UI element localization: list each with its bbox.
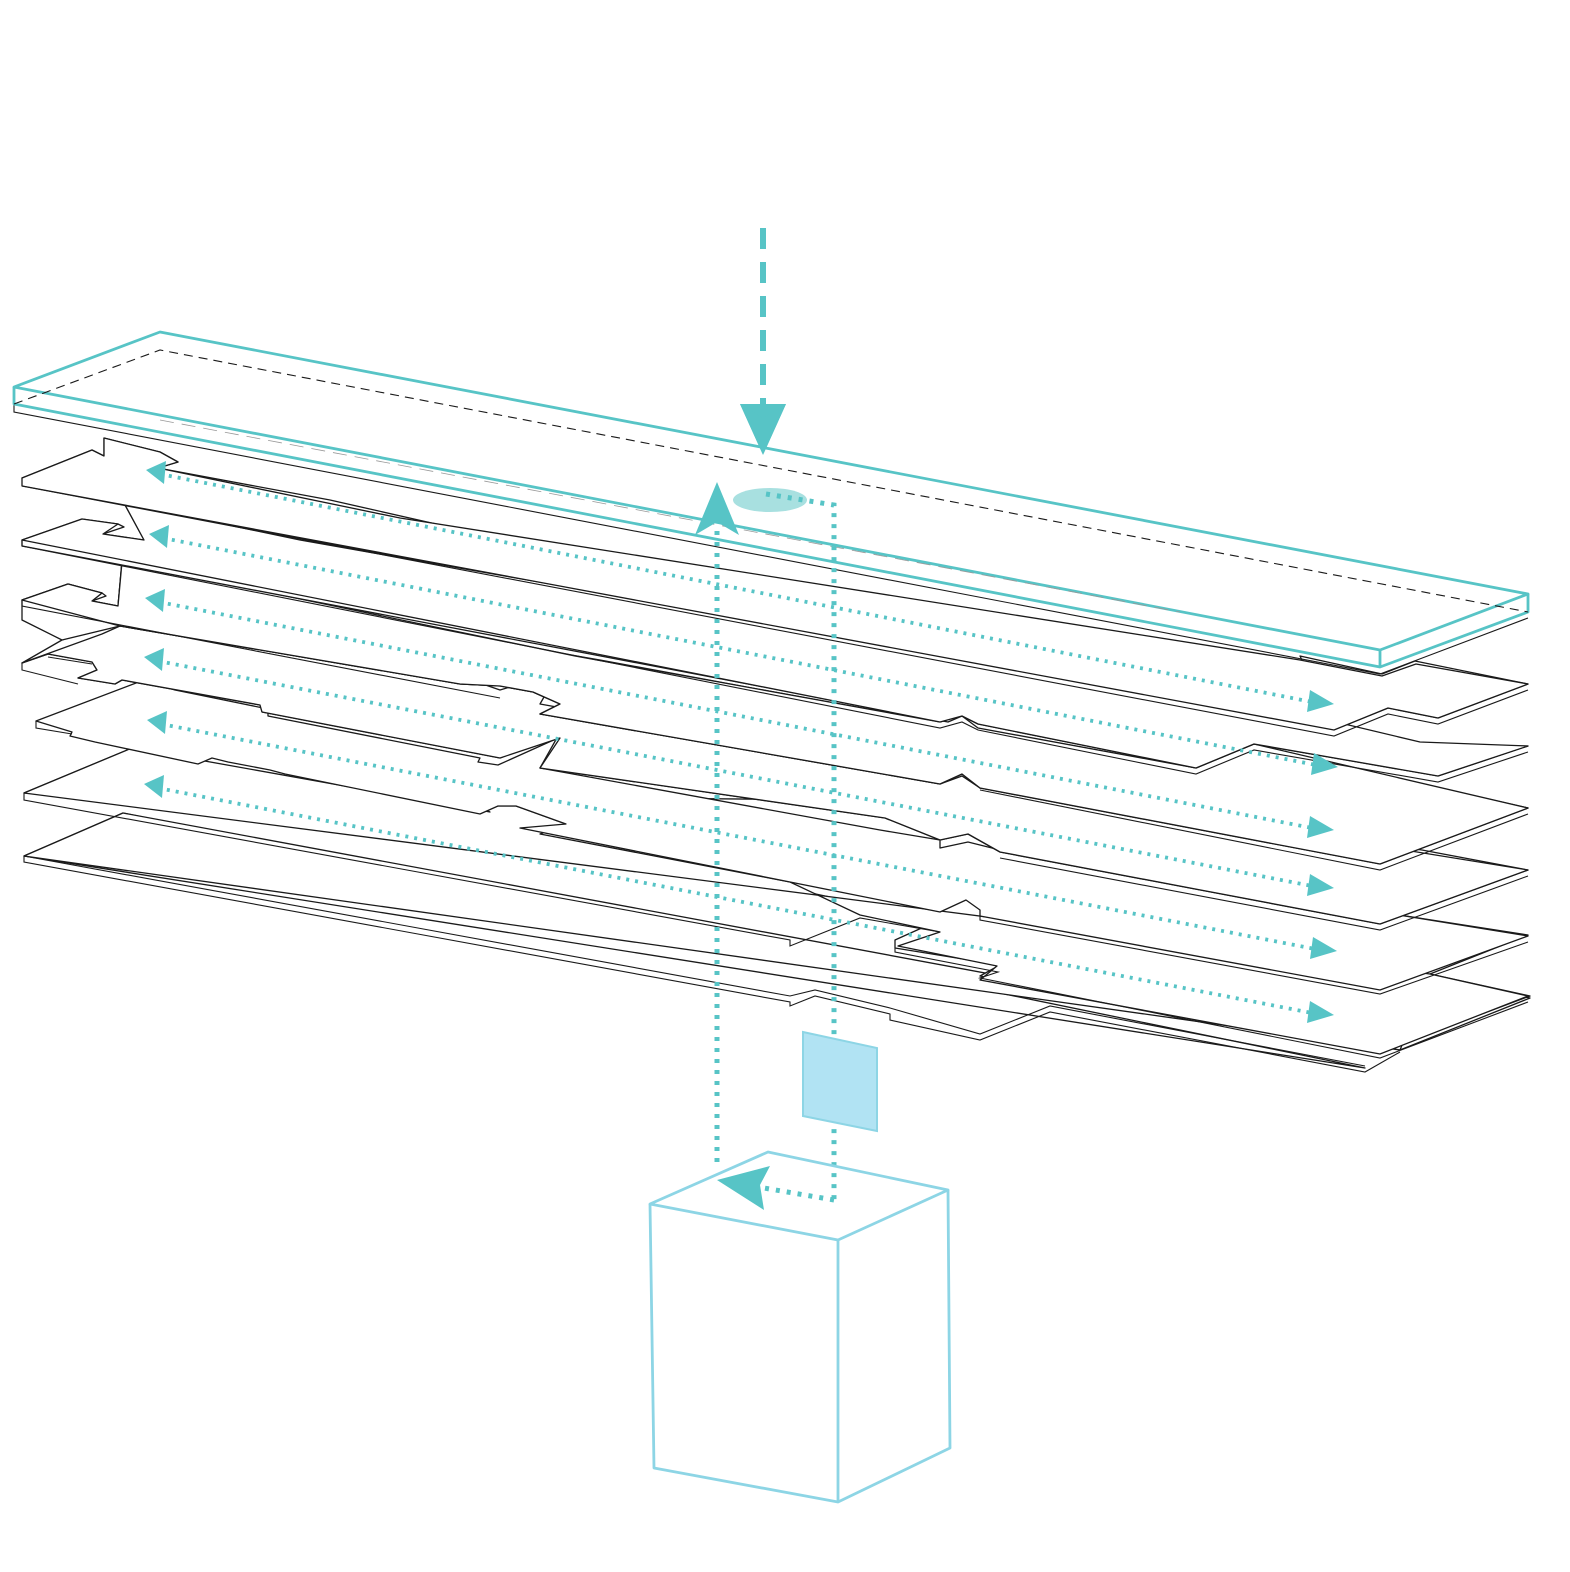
floor-slab-1	[21, 437, 1529, 737]
arrow-left-right-icon	[145, 589, 1334, 838]
collection-point	[733, 488, 807, 512]
floor-slab-5	[35, 679, 1529, 995]
distribution-arrows	[144, 461, 1338, 1023]
arrow-left-right-icon	[144, 775, 1334, 1023]
roof-slab-base	[13, 405, 1529, 675]
floor-slab-2	[21, 502, 1529, 783]
arrow-left-icon	[717, 1166, 770, 1210]
supply-riser	[695, 482, 739, 1162]
arrow-left-right-icon	[149, 525, 1338, 775]
arrow-down-icon	[740, 228, 786, 455]
filter	[802, 1030, 878, 1133]
arrow-left-right-icon	[147, 711, 1337, 959]
arrow-up-icon	[695, 482, 739, 535]
floor-slabs	[13, 405, 1531, 1073]
return-flow	[717, 1166, 835, 1210]
storage-tank	[648, 1150, 952, 1504]
floor-slab-3	[21, 559, 1529, 871]
downpipe	[765, 491, 837, 1200]
roof-slab	[12, 330, 1530, 669]
arrow-left-right-icon	[144, 648, 1334, 896]
arrow-left-right-icon	[146, 461, 1334, 712]
